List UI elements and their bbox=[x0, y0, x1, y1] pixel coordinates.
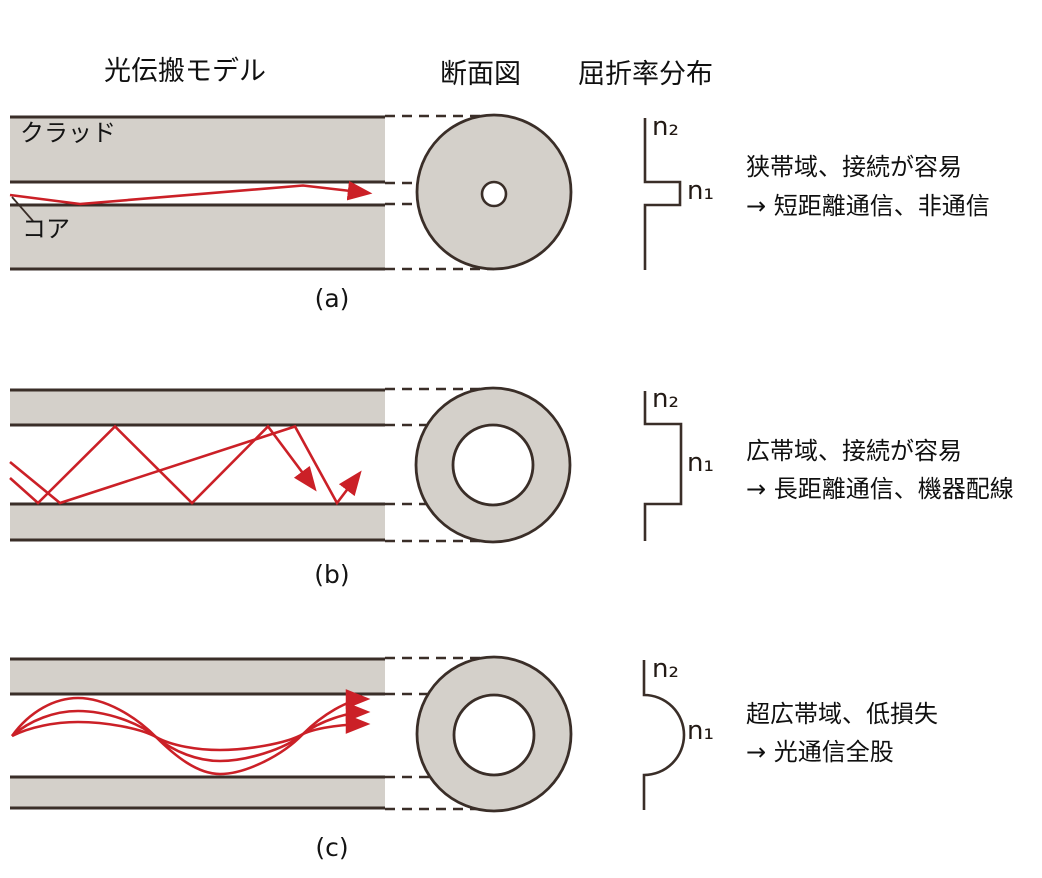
cladding-top-b bbox=[10, 390, 385, 425]
cladding-top-a bbox=[10, 117, 385, 182]
description-c-line2: → 光通信全股 bbox=[746, 738, 894, 766]
index-profile-b bbox=[643, 391, 683, 541]
caption-b: (b) bbox=[314, 560, 350, 589]
cladding-bottom-c bbox=[10, 777, 385, 808]
light-ray-a bbox=[9, 180, 373, 206]
description-b-line2: → 長距離通信、機器配線 bbox=[746, 475, 1014, 503]
caption-c: (c) bbox=[315, 833, 349, 862]
fiber-boundaries-c bbox=[10, 657, 385, 810]
fiber-boundaries-a bbox=[10, 115, 385, 271]
header-refractive-index: 屈折率分布 bbox=[578, 59, 713, 90]
light-ray-c3 bbox=[11, 714, 371, 752]
light-ray-b2 bbox=[9, 424, 362, 506]
cross-section-core-a bbox=[480, 180, 508, 208]
header-propagation-model: 光伝搬モデル bbox=[104, 56, 266, 87]
cross-section-core-c bbox=[452, 693, 536, 777]
core-pointer-line bbox=[11, 196, 34, 222]
cladding-top-c bbox=[10, 659, 385, 694]
cross-section-core-b bbox=[451, 423, 535, 507]
cladding-bottom-b bbox=[10, 504, 385, 540]
n1-label-b: n₁ bbox=[687, 448, 714, 478]
row-b-graphics bbox=[9, 386, 683, 544]
cladding-label: クラッド bbox=[20, 119, 116, 147]
description-a-line2: → 短距離通信、非通信 bbox=[746, 192, 990, 220]
description-b-line1: 広帯域、接続が容易 bbox=[746, 437, 962, 465]
cladding-bottom-a bbox=[10, 205, 385, 269]
n2-label-a: n₂ bbox=[652, 112, 679, 142]
n1-label-c: n₁ bbox=[687, 716, 714, 746]
light-ray-b1 bbox=[9, 424, 317, 505]
light-ray-c2 bbox=[11, 702, 371, 763]
row-a-graphics bbox=[9, 113, 682, 271]
n1-label-a: n₁ bbox=[687, 176, 714, 206]
n2-label-b: n₂ bbox=[652, 384, 679, 414]
caption-a: (a) bbox=[314, 284, 350, 313]
n2-label-c: n₂ bbox=[652, 654, 679, 684]
description-c-line1: 超広帯域、低損失 bbox=[746, 700, 938, 728]
index-profile-c bbox=[642, 660, 686, 810]
fiber-boundaries-b bbox=[10, 388, 385, 542]
row-c-graphics bbox=[10, 655, 686, 813]
description-a-line1: 狭帯域、接続が容易 bbox=[746, 153, 962, 181]
core-label: コア bbox=[22, 215, 70, 243]
light-ray-c1 bbox=[10, 689, 371, 776]
header-cross-section: 断面図 bbox=[440, 59, 521, 90]
index-profile-a bbox=[643, 118, 682, 270]
